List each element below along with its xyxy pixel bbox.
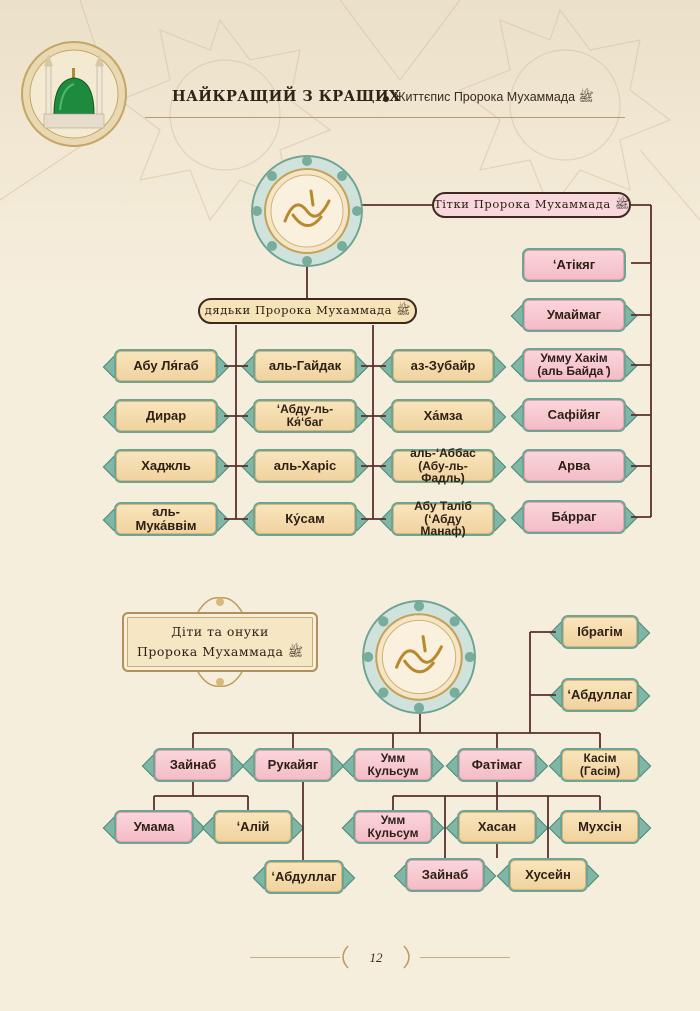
aunts-label: Тітки Пророка Мухаммада ﷺ	[432, 192, 631, 218]
grandchild-node: Умм Кульсум	[353, 810, 433, 844]
children-title-line1: Діти та онуки	[171, 624, 269, 639]
grandchild-node: Зайнаб	[405, 858, 485, 892]
book-subtitle: Життєпис Пророка Мухаммада ﷺ	[394, 90, 594, 104]
ornament-top	[197, 597, 243, 613]
uncle-node: аль-Мука́ввім	[114, 502, 218, 536]
aunt-node: Умаймаг	[522, 298, 626, 332]
uncle-node: аз-Зубайр	[391, 349, 495, 383]
child-node: Умм Кульсум	[353, 748, 433, 782]
aunt-node: Бáррaг	[522, 500, 626, 534]
child-node: Фатімаг	[457, 748, 537, 782]
book-title: НАЙКРАЩИЙ З КРАЩИХ	[172, 88, 401, 105]
header-bullet	[383, 96, 389, 102]
grandchild-node: ʻАлій	[213, 810, 293, 844]
uncle-node: Хаджль	[114, 449, 218, 483]
uncle-node: Ха́мза	[391, 399, 495, 433]
son-node: Ібрагім	[561, 615, 639, 649]
aunt-node: Сафійяг	[522, 398, 626, 432]
uncle-node: Абу Таліб (ʻАбду Манаф)	[391, 500, 495, 538]
green-dome-mosque-emblem	[21, 41, 127, 147]
uncle-node: аль-ʻАббас (Абу-ль-Фадль)	[391, 447, 495, 485]
calligraphy-medallion-bottom	[362, 600, 476, 714]
uncles-label: дядьки Пророка Мухаммада ﷺ	[198, 298, 417, 324]
grandchild-node: Хусейн	[508, 858, 588, 892]
grandchild-node: Мухсін	[560, 810, 640, 844]
aunt-node: ʻАтікяг	[522, 248, 626, 282]
uncle-node: аль-Харіс	[253, 449, 357, 483]
grandchild-node: Хасан	[457, 810, 537, 844]
footer-ornament-right	[403, 945, 410, 969]
aunt-node: Арва	[522, 449, 626, 483]
son-node: ʻАбдуллаг	[561, 678, 639, 712]
grandchild-node: Умама	[114, 810, 194, 844]
footer-rule-left	[250, 957, 340, 958]
uncle-node: ʻАбду-ль-Кя́ʻбаг	[253, 399, 357, 433]
uncle-node: Абу Ля́габ	[114, 349, 218, 383]
grandchild-node: ʻАбдуллаг	[264, 860, 344, 894]
header-rule	[145, 117, 625, 118]
footer-ornament-left	[342, 945, 349, 969]
child-node: Зайнаб	[153, 748, 233, 782]
ornament-bottom	[197, 671, 243, 687]
uncle-node: Ку́сам	[253, 502, 357, 536]
uncle-node: Дирар	[114, 399, 218, 433]
uncle-node: аль-Гайдак	[253, 349, 357, 383]
page-number: 12	[369, 950, 383, 965]
children-title-box: Діти та онуки Пророка Мухаммада ﷺ	[122, 612, 318, 672]
child-node: Рукайяг	[253, 748, 333, 782]
aunt-node: Умму Хакім (аль Байда ҆)	[522, 348, 626, 382]
children-title-line2: Пророка Мухаммада ﷺ	[137, 644, 303, 659]
calligraphy-medallion-top	[251, 155, 363, 267]
footer-rule-right	[420, 957, 510, 958]
child-node: Касім (Гасім)	[560, 748, 640, 782]
